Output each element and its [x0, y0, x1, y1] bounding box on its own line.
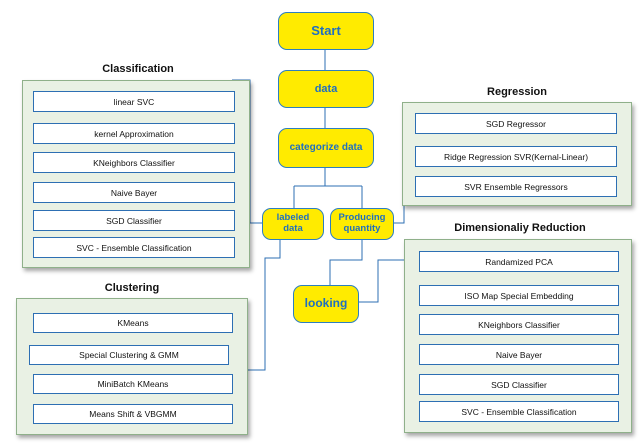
classification-item: SVC - Ensemble Classification	[33, 237, 235, 258]
regression-item: SGD Regressor	[415, 113, 617, 134]
regression-item: Ridge Regression SVR(Kernal-Linear)	[415, 146, 617, 167]
categorize-data-node: categorize data	[278, 128, 374, 168]
classification-title: Classification	[102, 63, 174, 75]
clustering-panel: KMeans Special Clustering & GMM MiniBatc…	[16, 298, 248, 435]
regression-panel: SGD Regressor Ridge Regression SVR(Kerna…	[402, 102, 632, 206]
regression-item: SVR Ensemble Regressors	[415, 176, 617, 197]
clustering-item: Means Shift & VBGMM	[33, 404, 233, 424]
clustering-item: MiniBatch KMeans	[33, 374, 233, 394]
classification-item: SGD Classifier	[33, 210, 235, 231]
start-node: Start	[278, 12, 374, 50]
classification-item: linear SVC	[33, 91, 235, 112]
dimensionality-item: Randamized PCA	[419, 251, 619, 272]
dimensionality-title: Dimensionaliy Reduction	[454, 222, 586, 234]
classification-item: KNeighbors Classifier	[33, 152, 235, 173]
classification-item: kernel Approximation	[33, 123, 235, 144]
classification-panel: linear SVC kernel Approximation KNeighbo…	[22, 80, 250, 268]
dimensionality-item: SVC - Ensemble Classification	[419, 401, 619, 422]
dimensionality-item: ISO Map Special Embedding	[419, 285, 619, 306]
clustering-item: KMeans	[33, 313, 233, 333]
classification-item: Naive Bayer	[33, 182, 235, 203]
looking-node: looking	[293, 285, 359, 323]
dimensionality-item: SGD Classifier	[419, 374, 619, 395]
producing-quantity-node: Producing quantity	[330, 208, 394, 240]
dimensionality-item: KNeighbors Classifier	[419, 314, 619, 335]
clustering-title: Clustering	[104, 282, 160, 294]
labeled-data-node: labeled data	[262, 208, 324, 240]
dimensionality-panel: Randamized PCA ISO Map Special Embedding…	[404, 239, 632, 433]
dimensionality-item: Naive Bayer	[419, 344, 619, 365]
data-node: data	[278, 70, 374, 108]
regression-title: Regression	[487, 86, 547, 98]
clustering-item: Special Clustering & GMM	[29, 345, 229, 365]
